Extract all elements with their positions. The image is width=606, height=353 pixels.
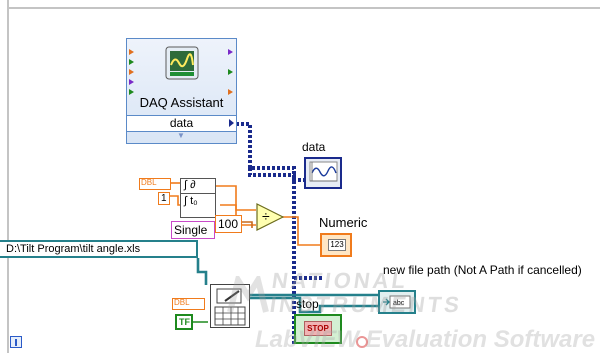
daq-data-terminal-label: data bbox=[169, 116, 194, 130]
path-wires[interactable] bbox=[196, 258, 380, 314]
file-path-constant[interactable]: D:\Tilt Program\tilt angle.xls bbox=[0, 240, 198, 258]
numeric-indicator-display: 123 bbox=[328, 239, 346, 251]
numeric-constant-100[interactable]: 100 bbox=[215, 215, 242, 233]
new-file-path-label: new file path (Not A Path if cancelled) bbox=[383, 263, 582, 277]
svg-text:abc: abc bbox=[393, 300, 405, 307]
watermark-line-1: NATIONAL bbox=[270, 268, 410, 293]
output-terminal-arrows[interactable] bbox=[228, 47, 234, 97]
loop-border bbox=[7, 0, 600, 353]
numeric-indicator-value: 123 bbox=[330, 240, 344, 249]
watermark-logo-icon bbox=[226, 272, 270, 316]
integral-vi-node[interactable]: ∫ ∂ ∫ t₀ bbox=[180, 178, 216, 218]
watermark-dot-icon bbox=[356, 336, 368, 348]
watermark-line-3: LabVIEW Evaluation Software bbox=[255, 326, 596, 353]
daq-waveform-icon bbox=[164, 45, 200, 81]
numeric-indicator[interactable]: 123 bbox=[320, 233, 352, 257]
stop-button-text: STOP bbox=[307, 324, 329, 333]
single-constant-label: Single bbox=[174, 223, 208, 237]
stop-button-face: STOP bbox=[304, 321, 332, 336]
stop-terminal-label: stop bbox=[296, 297, 319, 311]
numeric-100-value: 100 bbox=[218, 217, 239, 231]
loop-iteration-terminal[interactable] bbox=[10, 336, 22, 348]
daq-assistant-node[interactable]: DAQ Assistant data ▼ bbox=[126, 38, 237, 144]
data-indicator-label: data bbox=[302, 140, 326, 154]
integral-bottom-glyph: ∫ t₀ bbox=[184, 195, 198, 207]
watermark-line-2: INSTRUMENTS bbox=[268, 292, 464, 317]
dynamic-data-wires[interactable] bbox=[236, 122, 322, 346]
daq-data-terminal-row[interactable]: data bbox=[127, 115, 236, 132]
single-constant[interactable]: Single bbox=[171, 221, 215, 239]
numeric-indicator-label: Numeric bbox=[319, 215, 368, 230]
single-wire[interactable] bbox=[242, 221, 253, 228]
waveform-chart-icon[interactable] bbox=[304, 157, 342, 189]
integral-top-glyph: ∫ ∂ bbox=[184, 179, 196, 191]
path-indicator-icon[interactable]: abc bbox=[378, 290, 416, 314]
dbl-control-1[interactable]: DBL bbox=[139, 178, 171, 190]
write-spreadsheet-icon[interactable] bbox=[210, 284, 250, 328]
boolean-constant[interactable]: TF bbox=[175, 314, 193, 330]
dbl-type-label: DBL bbox=[141, 178, 157, 187]
numeric-constant-1[interactable]: 1 bbox=[158, 192, 170, 205]
divide-node[interactable]: ÷ bbox=[256, 203, 285, 231]
dbl-control-2[interactable]: DBL bbox=[172, 298, 205, 310]
input-terminal-arrows[interactable] bbox=[129, 47, 135, 97]
dbl-type-label-2: DBL bbox=[174, 298, 190, 307]
file-path-value: D:\Tilt Program\tilt angle.xls bbox=[6, 243, 141, 255]
daq-assistant-title: DAQ Assistant bbox=[139, 95, 224, 110]
numeric-constant-1-value: 1 bbox=[161, 193, 167, 204]
stop-button-terminal[interactable]: STOP bbox=[294, 314, 342, 344]
expand-chevron-icon[interactable]: ▼ bbox=[177, 131, 185, 140]
boolean-constant-value: TF bbox=[179, 317, 190, 327]
output-arrow-icon bbox=[229, 119, 234, 127]
divide-glyph: ÷ bbox=[262, 208, 270, 224]
